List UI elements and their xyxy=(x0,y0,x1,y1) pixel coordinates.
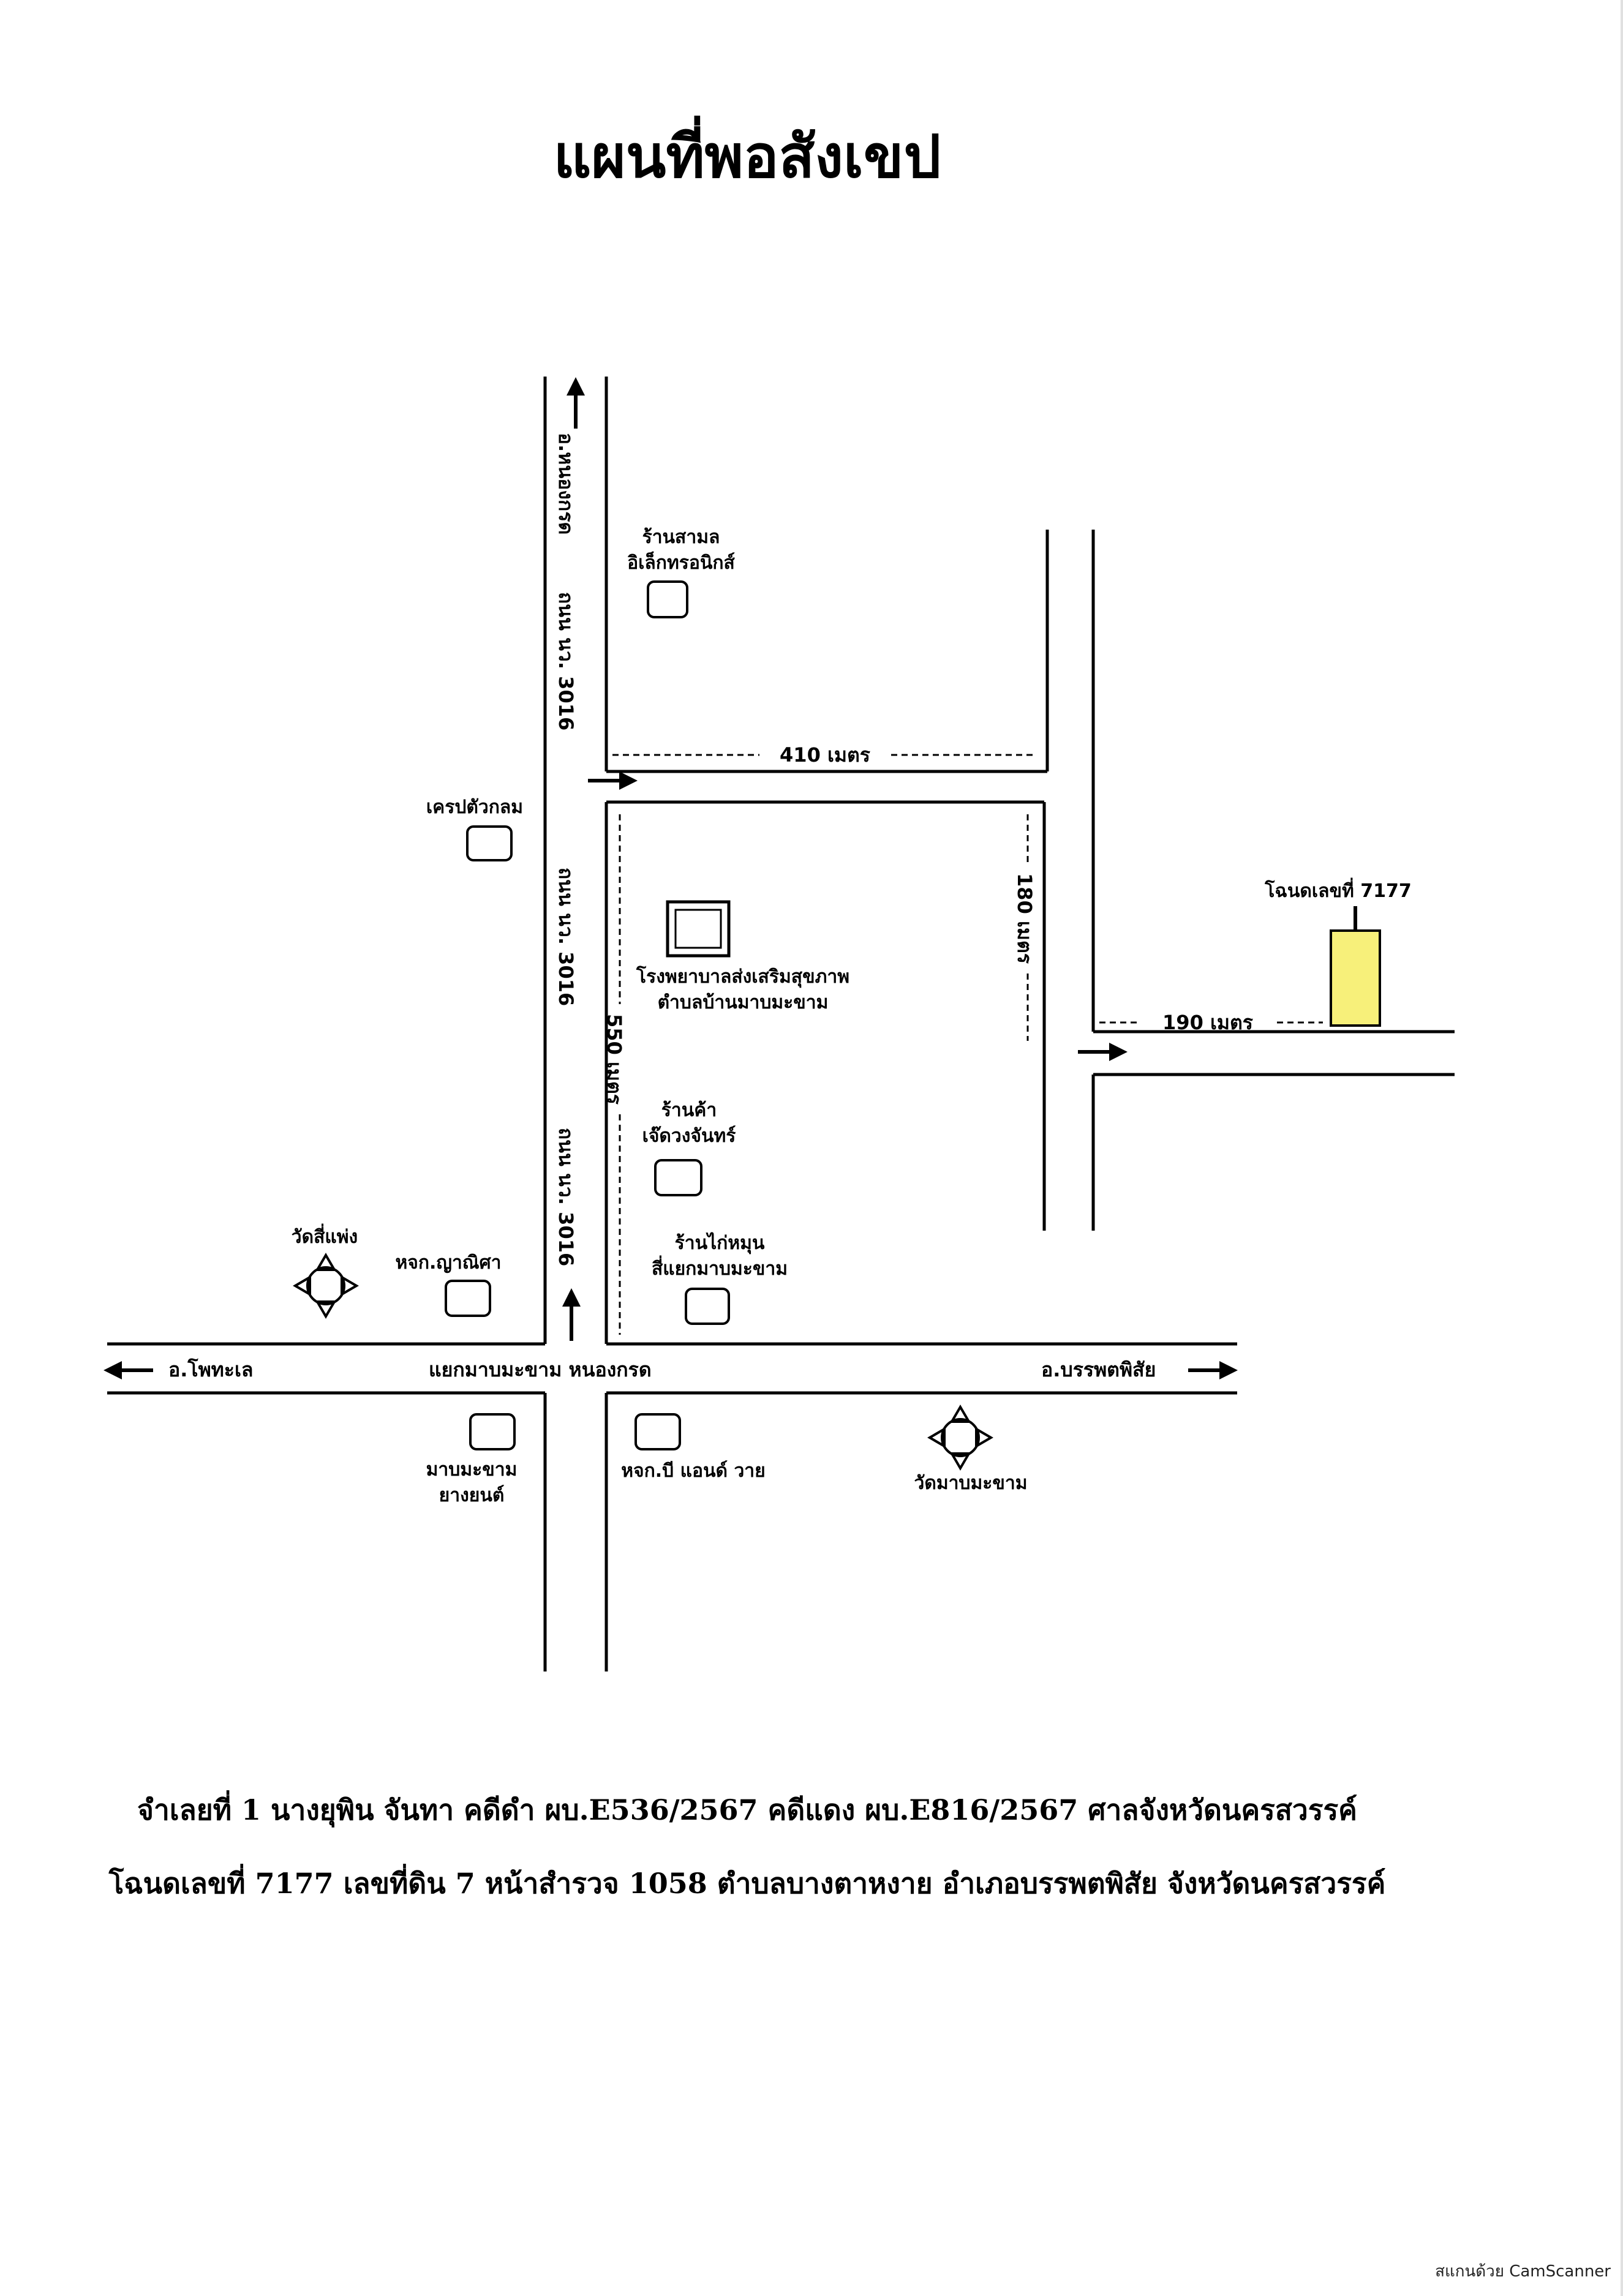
building-icon xyxy=(654,1159,702,1196)
samal-label-line2: อิเล็กทรอนิกส์ xyxy=(627,551,735,574)
wat-sipaeng-label: วัดสี่แพ่ง xyxy=(292,1223,358,1248)
wat-mapmakham-label: วัดมาบมะขาม xyxy=(914,1473,1027,1494)
building-icon xyxy=(466,825,513,861)
temple-symbols xyxy=(293,1253,993,1471)
temple-icon xyxy=(927,1405,993,1471)
distance-guides xyxy=(612,754,1323,1335)
crepe-label: เครปตัวกลม xyxy=(426,797,523,818)
building-icon xyxy=(647,580,688,618)
hospital-icon-inner xyxy=(674,909,722,949)
hjk-band-label: หจก.บี แอนด์ วาย xyxy=(621,1460,765,1482)
temple-icon xyxy=(293,1253,359,1319)
deed-caption: โฉนดเลขที่ 7177 เลขที่ดิน 7 หน้าสำรวจ 10… xyxy=(108,1867,1386,1900)
building-icon xyxy=(685,1288,730,1325)
hospital-label-line2: ตำบลบ้านมาบมะขาม xyxy=(658,992,829,1013)
west-destination-label: อ.โพทะเล xyxy=(168,1358,253,1381)
route-label: ถนน นว. 3016 xyxy=(554,868,578,1006)
deed-plot xyxy=(1330,929,1381,1027)
route-label: ถนน นว. 3016 xyxy=(554,592,578,730)
page-title: แผนที่พอสังเขป xyxy=(553,122,941,191)
tire-shop-label-line2: ยางยนต์ xyxy=(439,1485,505,1506)
distance-180: 180 เมตร xyxy=(1013,873,1036,964)
hjk-yanisa-label: หจก.ญาณิศา xyxy=(395,1252,501,1274)
north-destination-label: อ.หนองกรด xyxy=(554,433,578,535)
chicken-label-line1: ร้านไก่หมุน xyxy=(675,1232,765,1255)
hospital-icon xyxy=(666,900,731,958)
building-icon xyxy=(445,1280,491,1317)
chicken-label-line2: สี่แยกมาบมะขาม xyxy=(652,1255,788,1280)
route-label: ถนน นว. 3016 xyxy=(554,1128,578,1266)
road-network xyxy=(107,377,1455,1671)
building-icon xyxy=(635,1413,681,1450)
distance-190: 190 เมตร xyxy=(1162,1011,1253,1034)
distance-410: 410 เมตร xyxy=(780,743,870,767)
page-edge xyxy=(1621,0,1623,2296)
intersection-label: แยกมาบมะขาม หนองกรด xyxy=(429,1358,652,1381)
building-symbols xyxy=(445,580,731,1450)
samal-label-line1: ร้านสามล xyxy=(642,527,720,548)
case-caption: จำเลยที่ 1 นางยุพิน จันทา คดีดำ ผบ.E536/… xyxy=(137,1793,1357,1826)
direction-arrows xyxy=(104,377,1365,1379)
distance-550: 550 เมตร xyxy=(603,1014,626,1105)
deed-label: โฉนดเลขที่ 7177 xyxy=(1264,877,1411,902)
scanner-watermark: สแกนด้วย CamScanner xyxy=(1435,2262,1611,2281)
shop-label-line2: เจ๊ดวงจันทร์ xyxy=(642,1125,736,1147)
tire-shop-label-line1: มาบมะขาม xyxy=(426,1459,518,1480)
hospital-label-line1: โรงพยาบาลส่งเสริมสุขภาพ xyxy=(636,965,849,988)
building-icon xyxy=(469,1413,516,1450)
east-destination-label: อ.บรรพตพิสัย xyxy=(1041,1358,1156,1381)
shop-label-line1: ร้านค้า xyxy=(661,1100,717,1121)
